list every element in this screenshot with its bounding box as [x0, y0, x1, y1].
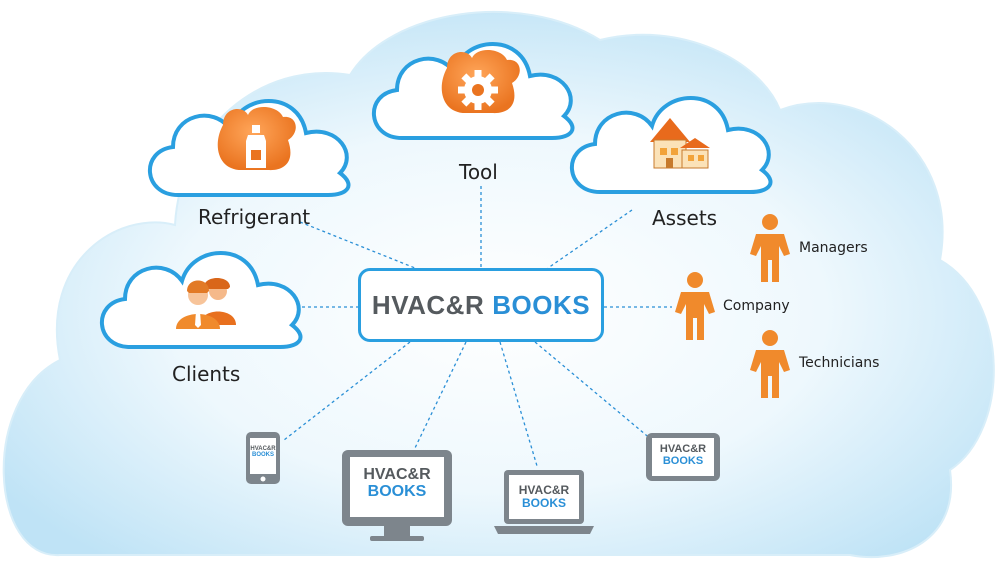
- phone-brand-line1: HVAC&R: [250, 446, 276, 452]
- tablet-screen-text: HVAC&R BOOKS: [652, 443, 714, 467]
- bottle-icon: [246, 125, 266, 168]
- laptop-brand-line1: HVAC&R: [518, 483, 570, 497]
- clients-cloud: [99, 251, 303, 349]
- laptop-screen-text: HVAC&R BOOKS: [509, 484, 579, 509]
- monitor-screen-text: HVAC&R BOOKS: [350, 466, 444, 501]
- hub-brand-part1: HVAC&R: [371, 289, 485, 320]
- phone-screen-text: HVAC&R BOOKS: [250, 446, 276, 459]
- laptop-icon: [494, 470, 594, 534]
- clients-label: Clients: [172, 362, 241, 386]
- company-label: Company: [723, 298, 790, 314]
- monitor-brand-line1: HVAC&R: [363, 466, 431, 483]
- managers-label: Managers: [799, 240, 868, 256]
- monitor-icon: [342, 450, 452, 541]
- assets-label: Assets: [652, 206, 718, 230]
- users-icon: [176, 278, 236, 329]
- monitor-brand-line2: BOOKS: [367, 482, 427, 500]
- tool-cloud: [371, 42, 575, 140]
- house-icon: [650, 118, 710, 169]
- tablet-brand-line2: BOOKS: [662, 454, 704, 467]
- gear-icon: [458, 70, 498, 110]
- hvacr-books-hub: HVAC&R BOOKS: [358, 268, 604, 342]
- hub-brand-part2: BOOKS: [492, 289, 591, 320]
- tool-label: Tool: [459, 160, 498, 184]
- technicians-label: Technicians: [799, 355, 880, 371]
- refrigerant-label: Refrigerant: [198, 205, 311, 229]
- refrigerant-cloud: [147, 99, 351, 197]
- tablet-brand-line1: HVAC&R: [659, 443, 707, 455]
- phone-brand-line2: BOOKS: [251, 452, 274, 459]
- laptop-brand-line2: BOOKS: [521, 495, 566, 510]
- tablet-icon: [646, 433, 720, 481]
- connector-lines: [283, 186, 672, 467]
- phone-icon: [246, 432, 280, 484]
- assets-cloud: [569, 96, 773, 194]
